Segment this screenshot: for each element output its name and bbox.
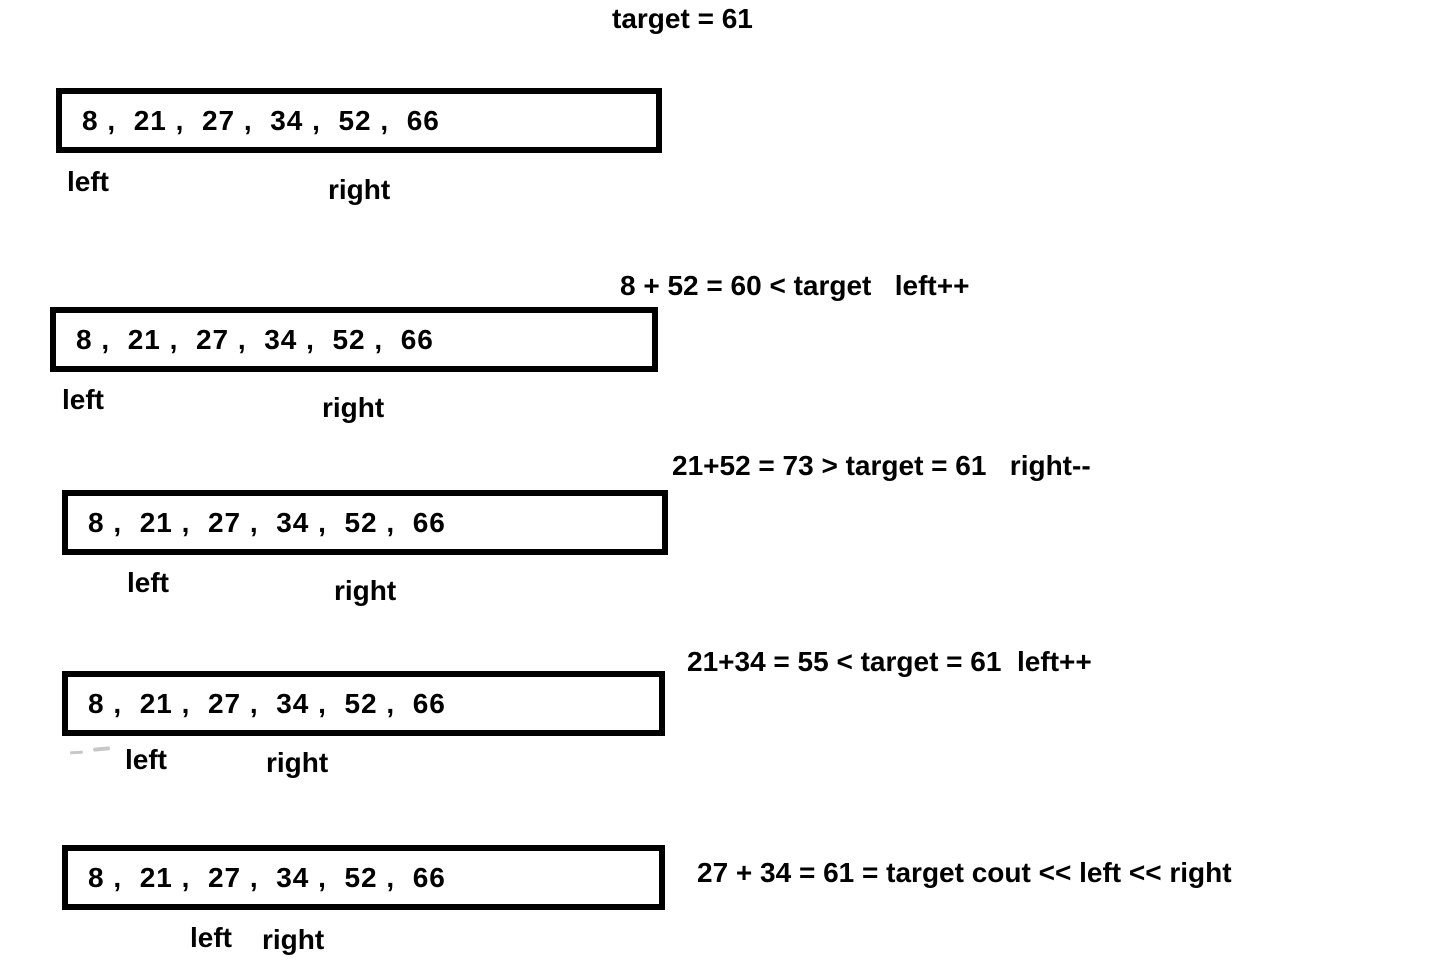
array-values: 8 , 21 , 27 , 34 , 52 , 66 xyxy=(88,861,446,893)
right-pointer-label-step-1: right xyxy=(328,174,391,205)
array-values: 8 , 21 , 27 , 34 , 52 , 66 xyxy=(76,323,434,355)
left-pointer-label-step-5: left xyxy=(190,922,232,953)
left-pointer-label-step-4: left xyxy=(125,744,167,775)
target-title: target = 61 xyxy=(612,3,753,34)
step-caption-3: 21+52 = 73 > target = 61 right-- xyxy=(672,450,1091,481)
left-pointer-label-step-1: left xyxy=(67,166,109,197)
erased-mark xyxy=(69,750,84,755)
array-box-step-5: 8 , 21 , 27 , 34 , 52 , 66 xyxy=(62,845,665,910)
left-pointer-label-step-2: left xyxy=(62,384,104,415)
left-pointer-label-step-3: left xyxy=(127,567,169,598)
array-box-step-4: 8 , 21 , 27 , 34 , 52 , 66 xyxy=(62,671,665,736)
step-caption-4: 21+34 = 55 < target = 61 left++ xyxy=(687,646,1092,677)
array-box-step-1: 8 , 21 , 27 , 34 , 52 , 66 xyxy=(56,88,662,153)
array-values: 8 , 21 , 27 , 34 , 52 , 66 xyxy=(82,104,440,136)
step-caption-2: 8 + 52 = 60 < target left++ xyxy=(620,270,970,301)
array-box-step-3: 8 , 21 , 27 , 34 , 52 , 66 xyxy=(62,490,668,555)
array-values: 8 , 21 , 27 , 34 , 52 , 66 xyxy=(88,687,446,719)
erased-mark xyxy=(92,746,111,752)
right-pointer-label-step-4: right xyxy=(266,747,329,778)
right-pointer-label-step-2: right xyxy=(322,392,385,423)
array-values: 8 , 21 , 27 , 34 , 52 , 66 xyxy=(88,506,446,538)
right-pointer-label-step-5: right xyxy=(262,924,325,955)
right-pointer-label-step-3: right xyxy=(334,575,397,606)
step-caption-5: 27 + 34 = 61 = target cout << left << ri… xyxy=(697,857,1232,888)
array-box-step-2: 8 , 21 , 27 , 34 , 52 , 66 xyxy=(50,307,658,372)
